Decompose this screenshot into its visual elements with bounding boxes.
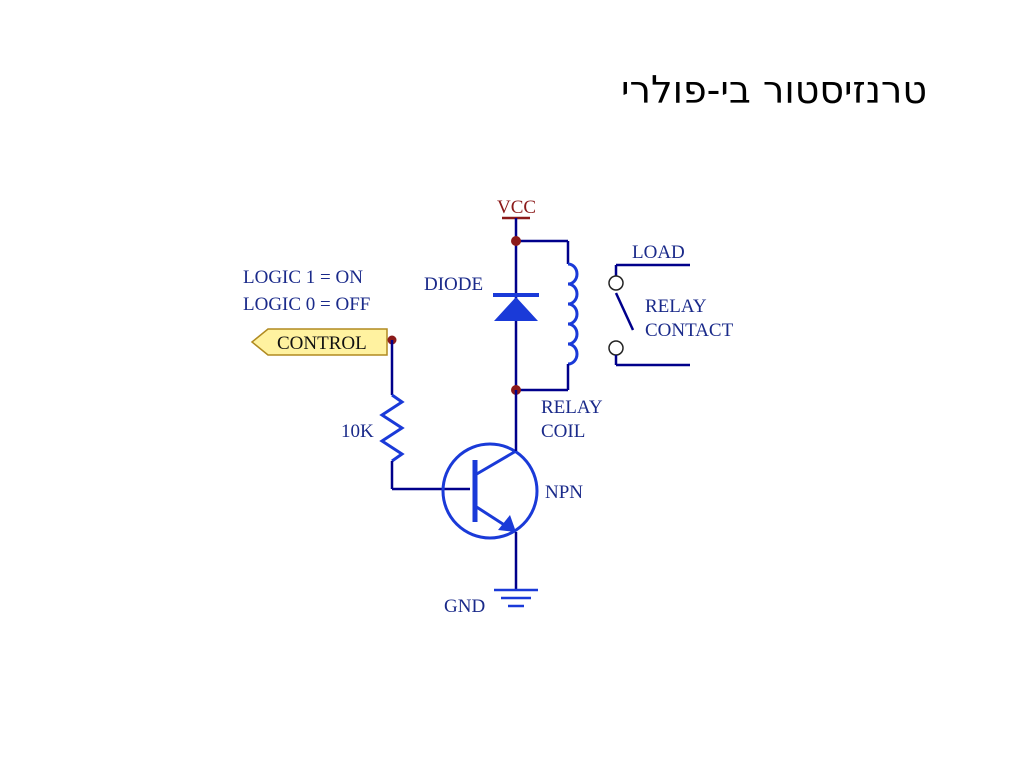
emitter-arrow (498, 515, 516, 532)
contact-upper-terminal (608, 275, 624, 291)
relay-contact-label-line2: CONTACT (645, 320, 734, 341)
control-input-port (250, 328, 388, 356)
relay-switch-arm (614, 292, 635, 331)
load-label: LOAD (632, 242, 685, 263)
relay-coil-label-line2: COIL (541, 421, 585, 442)
transistor-body (441, 442, 539, 540)
contact-lower-terminal (608, 340, 624, 356)
diode-label: DIODE (424, 274, 483, 295)
relay-coil-symbol (567, 262, 579, 366)
transistor-emitter-lead (474, 504, 507, 528)
logic-0-label: LOGIC 0 = OFF (243, 294, 370, 315)
relay-coil-label-line1: RELAY (541, 397, 603, 418)
vcc-junction-node (511, 236, 521, 246)
vcc-label: VCC (497, 197, 536, 218)
control-label: CONTROL (277, 333, 367, 354)
relay-contact-label-line1: RELAY (645, 296, 707, 317)
transistor-collector-lead (474, 449, 517, 477)
logic-1-label: LOGIC 1 = ON (243, 267, 363, 288)
resistor-symbol (379, 393, 405, 463)
transistor-label: NPN (545, 482, 583, 503)
page-title: טרנזיסטור בי-פולרי (621, 68, 927, 112)
diode-symbol (494, 297, 538, 321)
resistor-label: 10K (341, 421, 374, 442)
gnd-label: GND (444, 596, 485, 617)
